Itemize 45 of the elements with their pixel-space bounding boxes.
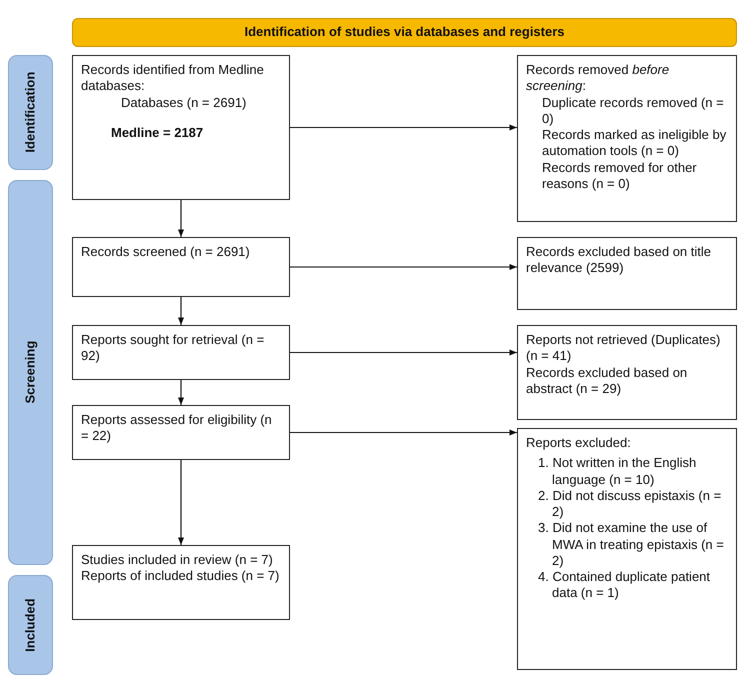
box-text: Reports not retrieved (Duplicates) (n = 41): [526, 332, 722, 364]
stage-label: Included: [22, 598, 38, 652]
header-title: Identification of studies via databases and registers: [244, 24, 565, 41]
arrow: [290, 429, 517, 436]
box-text: Databases (n = 2691): [120, 94, 248, 111]
box-text: Medline = 2187: [110, 124, 204, 141]
arrow: [178, 297, 184, 325]
box-text: Records identified from Medline databases:: [81, 62, 265, 94]
process-box: [517, 237, 737, 310]
stage-band: [8, 575, 53, 675]
arrow: [178, 200, 184, 237]
process-box: [72, 237, 290, 297]
process-box: [72, 405, 290, 460]
box-text: 4. Contained duplicate patient data (n = 1): [537, 569, 712, 602]
stage-band: [8, 180, 53, 565]
box-text: Records excluded based on title relevance (2599): [526, 244, 712, 276]
process-box: [517, 55, 737, 222]
arrow: [290, 349, 517, 356]
process-box: [72, 545, 290, 620]
box-text: Duplicate records removed (n = 0): [541, 94, 725, 127]
box-text: Reports of included studies (n = 7): [81, 568, 280, 584]
process-box: [72, 55, 290, 200]
box-text: Records removed for other reasons (n = 0): [541, 160, 698, 192]
stage-label: Identification: [22, 72, 38, 153]
arrow: [290, 124, 517, 131]
process-box: [517, 428, 737, 670]
box-text: 3. Did not examine the use of MWA in treating epistaxis (n = 2): [537, 520, 725, 569]
header-bar: [72, 18, 737, 47]
process-box: [517, 325, 737, 420]
box-text: Records excluded based on abstract (n = 29): [526, 364, 688, 397]
process-box: [72, 325, 290, 380]
box-text: Reports excluded:: [526, 435, 632, 452]
box-text: 2. Did not discuss epistaxis (n = 2): [537, 488, 722, 520]
box-text: Records screened (n = 2691): [81, 244, 251, 260]
stage-band: [8, 55, 53, 170]
arrow: [178, 460, 184, 545]
box-text: Reports sought for retrieval (n = 92): [81, 332, 266, 364]
box-text: Reports assessed for eligibility (n = 22): [81, 412, 273, 444]
stage-label: Screening: [22, 341, 38, 404]
box-text: Records removed before screening:: [526, 62, 670, 94]
box-text: Records marked as ineligible by automation tools (n = 0): [541, 127, 728, 160]
arrow: [178, 380, 184, 405]
arrow: [290, 264, 517, 270]
box-text: Studies included in review (n = 7): [81, 552, 274, 568]
box-text: 1. Not written in the English language (n = 10): [537, 455, 698, 488]
